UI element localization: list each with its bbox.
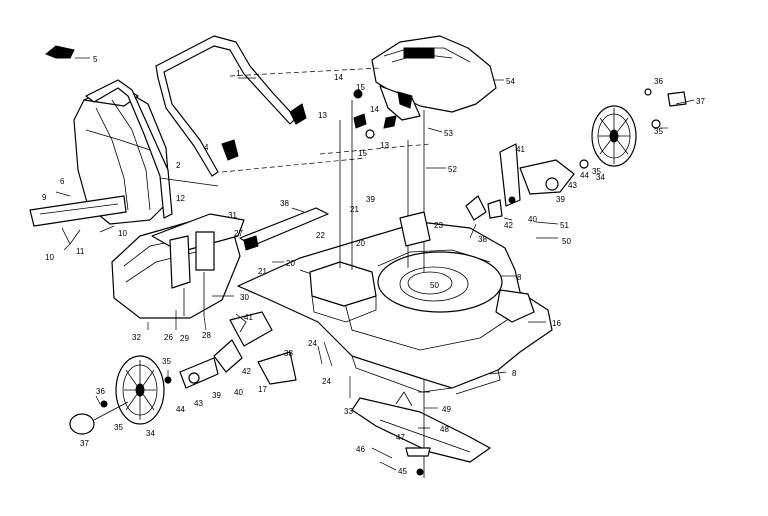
callout-side-frame: 16: [552, 319, 561, 328]
callout-rear-plate: 24: [308, 339, 317, 348]
callout-blade-adapter: 47: [396, 433, 405, 442]
callout-hub-cover-upper: 37: [696, 97, 705, 106]
callout-adjuster-nut-lower: 42: [242, 367, 251, 376]
callout-rear-door-lower: 20: [356, 239, 365, 248]
throttle-parts: [353, 89, 397, 139]
callout-hub-cover-lower: 37: [80, 439, 89, 448]
callout-deck-opening-washer: 50: [430, 281, 439, 290]
callout-rear-plate-lower: 24: [322, 377, 331, 386]
callout-handle-upper: 1: [236, 69, 241, 78]
callout-engine-nut: 52: [448, 165, 457, 174]
callout-rear-door-hinge-pin-left: 21: [258, 267, 267, 276]
discharge-chute-group: [111, 213, 245, 319]
callout-deck-front: 8: [517, 273, 522, 282]
callout-lower-handle-bolt: 4: [204, 143, 209, 152]
callout-labels: 1 2 4 5 6 8 8 9 10 10 11 12 13 13 14 14 …: [42, 55, 705, 476]
callout-chute-cover: 31: [228, 211, 237, 220]
leader-lines: [55, 57, 695, 471]
callout-throttle-control: 53: [444, 129, 453, 138]
callout-hinge-bracket: 27: [234, 229, 243, 238]
rear-baffle: [239, 207, 431, 251]
callout-blade-key: 48: [440, 425, 449, 434]
callout-handle-knob: 6: [60, 177, 65, 186]
engine: [221, 35, 497, 272]
callout-adjuster-nut-upper: 42: [504, 221, 513, 230]
callout-spacer-right: 23: [434, 221, 443, 230]
callout-rear-door-hinge-pin-right: 21: [350, 205, 359, 214]
callout-throttle-clip-mid: 14: [370, 105, 379, 114]
callout-throttle-clip-top: 14: [334, 73, 343, 82]
handle-assembly: [45, 35, 307, 219]
callout-adjuster-bolt-lower: 40: [234, 388, 243, 397]
callout-chute-washer: 30: [240, 293, 249, 302]
callout-adjuster-spring-upper: 39: [366, 195, 375, 204]
callout-wheel-bolt-lower: 35: [162, 357, 171, 366]
callout-adjuster-washer-upper: 43: [568, 181, 577, 190]
callout-adjuster-bolt-upper: 40: [528, 215, 537, 224]
callout-adjuster-locknut-lower: 44: [176, 405, 185, 414]
callout-engine-shaft-washer: 49: [442, 405, 451, 414]
callout-throttle-nut-top: 15: [356, 83, 365, 92]
callout-chute-nut: 29: [180, 334, 189, 343]
callout-height-adjuster-lower: 38: [478, 235, 487, 244]
callout-wheel-shoulder-bolt-upper: 35: [654, 127, 663, 136]
callout-blade: 46: [356, 445, 365, 454]
callout-rear-door-pin: 20: [286, 259, 295, 268]
height-adjuster-lower: [179, 311, 297, 389]
callout-adjuster-lever-upper: 41: [516, 145, 525, 154]
callout-wheel-bolt-upper: 35: [592, 167, 601, 176]
callout-wheel-right-rear: 34: [596, 173, 605, 182]
callout-discharge-chute: 32: [132, 333, 141, 342]
callout-engine-mount-washer: 50: [562, 237, 571, 246]
callout-handle-knob-bolt: 5: [93, 55, 98, 64]
height-adjuster-upper: [465, 143, 575, 221]
callout-bag-frame-right: 10: [118, 229, 127, 238]
callout-wheel-washer-outer: 33: [344, 407, 353, 416]
callout-rear-shield: 17: [258, 385, 267, 394]
callout-engine-mount-bolt: 51: [560, 221, 569, 230]
callout-throttle-screw-right: 13: [380, 141, 389, 150]
callout-hubcap-lower: 36: [96, 387, 105, 396]
blade-assembly: [351, 380, 491, 478]
callout-bag-frame-left: 10: [45, 253, 54, 262]
callout-spacer-left: 22: [316, 231, 325, 240]
callout-rear-door-hinge: 12: [176, 194, 185, 203]
callout-adjuster-locknut-upper: 44: [580, 171, 589, 180]
callout-height-adjuster-arm: 38: [284, 349, 293, 358]
grass-bag: [29, 83, 171, 245]
callout-grass-bag-rod: 9: [42, 193, 47, 202]
mower-deck: [237, 221, 553, 395]
callout-blade-bolt: 45: [398, 467, 407, 476]
callout-wheel-left-front: 34: [146, 429, 155, 438]
callout-adjuster-spring-mid: 39: [556, 195, 565, 204]
wheel-right-rear: [579, 88, 687, 169]
callout-wheel-shoulder-bolt-lower: 35: [114, 423, 123, 432]
callout-throttle-screw-left: 13: [318, 111, 327, 120]
callout-deck-rear: 8: [512, 369, 517, 378]
callout-bracket: 26: [164, 333, 173, 342]
callout-handle-lower: 2: [176, 161, 181, 170]
callout-engine: 54: [506, 77, 515, 86]
callout-height-adjuster-upper: 38: [280, 199, 289, 208]
callout-adjuster-spring-lower: 39: [212, 391, 221, 400]
callout-hubcap-upper: 36: [654, 77, 663, 86]
callout-adjuster-lever-lower: 41: [244, 313, 253, 322]
callout-adjuster-washer-lower: 43: [194, 399, 203, 408]
callout-throttle-nut-bottom: 15: [358, 149, 367, 158]
callout-chute-bolt: 28: [202, 331, 211, 340]
callout-bag-frame-bottom: 11: [76, 247, 85, 256]
